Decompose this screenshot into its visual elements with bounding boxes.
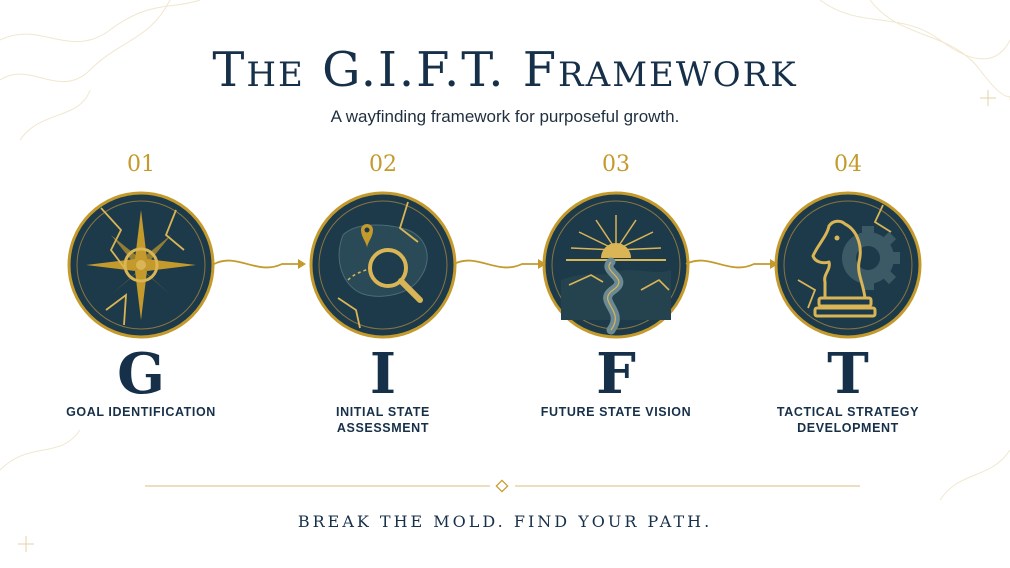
- stage-initial-state-assessment: 02 I INITIAL STATE ASSESSMENT: [293, 150, 473, 436]
- stage-label: TACTICAL STRATEGY DEVELOPMENT: [776, 405, 920, 435]
- page-subtitle: A wayfinding framework for purposeful gr…: [330, 107, 680, 126]
- stage-letter: F: [596, 341, 636, 407]
- sunrise-path-icon: [541, 190, 691, 340]
- map-magnifier-icon: [308, 190, 458, 340]
- stage-label: GOAL IDENTIFICATION: [66, 405, 216, 419]
- stage-letter: T: [827, 341, 869, 407]
- stage-tactical-strategy-development: 04 T TACTICAL STRATEGY DEVELOPMENT: [758, 150, 938, 436]
- stage-number: 03: [602, 152, 630, 177]
- stage-letter: I: [369, 341, 397, 407]
- stage-letter: G: [117, 341, 165, 407]
- chess-knight-gear-icon: [773, 190, 923, 340]
- stage-label: INITIAL STATE ASSESSMENT: [336, 405, 430, 435]
- arrow-2-to-3: [453, 259, 546, 269]
- stage-label: FUTURE STATE VISION: [540, 405, 692, 419]
- divider-ornament: [145, 479, 860, 493]
- arrow-3-to-4: [685, 259, 778, 269]
- stage-future-state-vision: 03 F FUTURE STATE VISION: [526, 150, 706, 420]
- stage-number: 01: [127, 152, 155, 177]
- arrow-1-to-2: [213, 259, 306, 269]
- page-title: The G.I.F.T. Framework: [212, 42, 798, 98]
- stage-number: 04: [834, 152, 862, 177]
- compass-icon: [66, 190, 216, 340]
- tagline: BREAK THE MOLD. FIND YOUR PATH.: [297, 512, 713, 531]
- stage-number: 02: [369, 152, 397, 177]
- stage-goal-identification: 01 G GOAL IDENTIFICATION: [51, 150, 231, 420]
